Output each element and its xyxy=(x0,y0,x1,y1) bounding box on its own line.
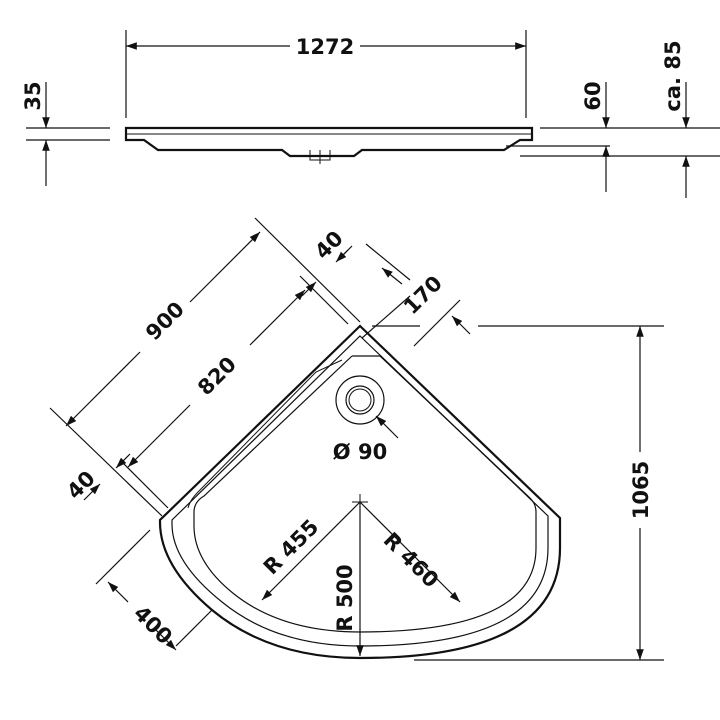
dim-height-total: ca. 85 xyxy=(661,40,685,111)
plan-view: Ø 90 R 455 R 460 R 500 900 820 40 40 xyxy=(49,217,664,661)
dim-height-mid: 60 xyxy=(581,81,605,110)
dim-side-outer: 900 xyxy=(141,297,189,345)
drain-mid xyxy=(345,385,375,415)
dim-radius-500: R 500 xyxy=(333,564,357,631)
dim-depth-total: 1065 xyxy=(629,461,653,519)
dim-rim-top: 40 xyxy=(310,226,348,264)
tray-outline xyxy=(158,324,562,660)
dim-side-inner: 820 xyxy=(193,352,241,400)
dim-corner-offset: 400 xyxy=(129,601,177,649)
side-view: 1272 35 60 ca. 85 xyxy=(21,30,720,198)
tray-basin xyxy=(193,355,537,633)
tray-profile xyxy=(124,126,534,158)
dim-radius-455: R 455 xyxy=(259,515,324,580)
tray-inner-rim xyxy=(171,335,549,647)
dim-radius-460: R 460 xyxy=(379,528,444,593)
dim-rim-left: 40 xyxy=(62,466,100,504)
dim-height-edge: 35 xyxy=(21,81,45,110)
dim-width-total: 1272 xyxy=(296,35,354,59)
dim-drain-offset: 170 xyxy=(399,271,447,319)
dim-drain-diameter: Ø 90 xyxy=(333,440,387,464)
drain-outer xyxy=(335,375,385,425)
